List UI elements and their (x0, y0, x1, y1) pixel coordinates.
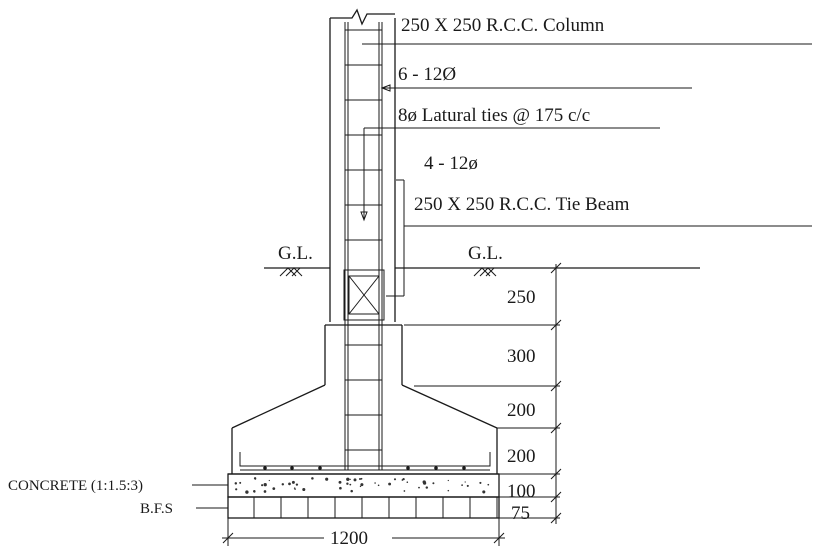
concrete-layer (227, 473, 500, 498)
aggregate-dot (466, 484, 469, 487)
main-bars-label: 6 - 12Ø (398, 64, 456, 85)
aggregate-dot (272, 487, 276, 490)
aggregate-dot (253, 491, 256, 493)
aggregate-dot (482, 490, 486, 494)
aggregate-dot (288, 482, 291, 486)
column-label: 250 X 250 R.C.C. Column (401, 15, 605, 36)
column (329, 8, 396, 470)
aggregate-dot (374, 482, 376, 484)
gl-right-label: G.L. (468, 243, 503, 264)
vertical-dimensions: 250 300 200 200 100 75 (404, 262, 562, 524)
aggregate-dot (338, 480, 342, 484)
aggregate-dot (281, 483, 285, 486)
dim-250: 250 (507, 287, 536, 308)
aggregate-dot (487, 483, 490, 486)
lateral-ties (345, 29, 382, 451)
aggregate-dot (447, 479, 449, 482)
aggregate-dot (254, 478, 257, 480)
aggregate-dot (295, 483, 299, 486)
aggregate-dot (393, 478, 397, 481)
aggregate-dot (425, 486, 429, 489)
aggregate-dot (360, 483, 364, 487)
gl-left-label: G.L. (278, 243, 313, 264)
aggregate-dot (349, 478, 351, 481)
brick-soling (227, 496, 500, 519)
aggregate-dot (245, 490, 249, 494)
aggregate-dot (388, 482, 392, 486)
dim-100: 100 (507, 481, 536, 502)
ground-line: G.L. G.L. (264, 243, 700, 277)
horizontal-dimension: 1200 (222, 518, 505, 548)
aggregate-dot (432, 482, 435, 485)
aggregate-dot (263, 483, 267, 487)
aggregate-dot (239, 481, 242, 484)
footing-mesh (239, 452, 491, 471)
aggregate-dot (359, 478, 361, 480)
aggregate-dot (235, 488, 238, 491)
aggregate-dot (263, 490, 267, 493)
footing-outline (228, 324, 499, 475)
dim-200-a: 200 (507, 400, 536, 421)
aggregate-dot (350, 489, 353, 493)
aggregate-dot (418, 486, 420, 489)
aggregate-dot (302, 487, 306, 492)
aggregate-dot (461, 484, 463, 486)
aggregate-dot (339, 486, 342, 490)
aggregate-dot (447, 489, 450, 492)
aggregate-dot (291, 480, 295, 484)
beam-bars-label: 4 - 12ø (424, 153, 478, 174)
aggregate-dot (464, 481, 466, 483)
aggregate-dot (349, 483, 352, 486)
ties-label: 8ø Latural ties @ 175 c/c (398, 105, 590, 126)
aggregate-dot (422, 481, 427, 485)
concrete-label: CONCRETE (1:1.5:3) (8, 478, 143, 494)
aggregate-dot (401, 479, 404, 481)
bfs-label: B.F.S (140, 501, 173, 517)
aggregate-dot (403, 490, 406, 492)
dim-200-b: 200 (507, 446, 536, 467)
aggregate-dot (311, 477, 314, 480)
annotations: 250 X 250 R.C.C. Column 6 - 12Ø 8ø Latur… (8, 15, 812, 517)
aggregate-dot (346, 477, 350, 481)
aggregate-dot (325, 477, 329, 481)
aggregate-dot (377, 484, 380, 487)
dim-75: 75 (511, 503, 530, 524)
dim-300: 300 (507, 346, 536, 367)
aggregate-dot (294, 488, 296, 490)
aggregate-dot (353, 478, 357, 482)
aggregate-dot (359, 485, 362, 488)
tie-beam-label: 250 X 250 R.C.C. Tie Beam (414, 194, 630, 215)
aggregate-dot (261, 484, 264, 487)
aggregate-dot (268, 479, 270, 482)
aggregate-dot (360, 477, 363, 480)
dim-1200: 1200 (330, 528, 368, 548)
tie-beam-section (343, 269, 385, 321)
aggregate-dot (234, 482, 238, 485)
aggregate-dot (346, 482, 349, 485)
aggregate-dot (479, 481, 482, 484)
aggregate-dot (406, 481, 409, 483)
